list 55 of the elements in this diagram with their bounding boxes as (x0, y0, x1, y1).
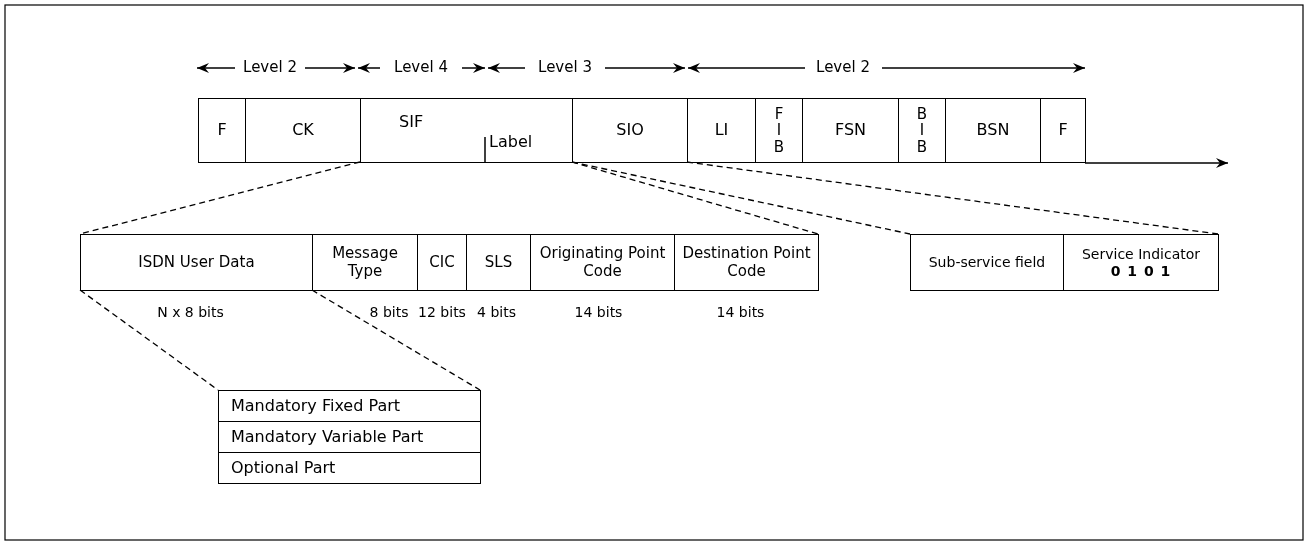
field-label: FSN (834, 121, 866, 140)
field-label: Destination Point Code (681, 245, 812, 280)
field-label: Message Type (331, 245, 399, 280)
bit-length: N x 8 bits (157, 304, 224, 320)
field-label: SIF (399, 113, 424, 132)
field-label: F I B (772, 105, 786, 156)
field-cell (687, 98, 756, 163)
level-label: Level 2 (243, 58, 297, 76)
field-cell (530, 234, 675, 291)
expansion-line (311, 289, 481, 391)
level-label: Level 4 (394, 58, 448, 76)
field-cell (198, 98, 246, 163)
field-cell (245, 98, 361, 163)
field-cell (80, 234, 313, 291)
field-cell (466, 234, 531, 291)
field-label: LI (714, 121, 729, 140)
field-label: Mandatory Variable Part (231, 427, 424, 447)
field-cell (674, 234, 819, 291)
field-cell (218, 421, 481, 453)
field-cell (910, 234, 1064, 291)
field-label: Mandatory Fixed Part (231, 396, 401, 416)
field-label: Optional Part (231, 458, 336, 478)
field-label: Label (489, 133, 533, 152)
field-label: F (1058, 121, 1068, 140)
field-label: BSN (976, 121, 1010, 140)
field-cell (1040, 98, 1086, 163)
field-label: 0 1 0 1 (1110, 262, 1172, 279)
level-label: Level 2 (816, 58, 870, 76)
field-label: SIO (616, 121, 644, 140)
field-cell (898, 98, 946, 163)
field-label: Sub-service field (928, 254, 1046, 271)
field-cell (572, 98, 688, 163)
field-label: Originating Point Code (538, 245, 667, 280)
field-label: SLS (484, 253, 513, 272)
bit-length: 14 bits (574, 304, 623, 320)
field-label: CK (292, 121, 314, 140)
bit-length: 8 bits (369, 304, 409, 320)
field-cell (802, 98, 899, 163)
field-cell (945, 98, 1041, 163)
level-label: Level 3 (538, 58, 592, 76)
field-label: ISDN User Data (138, 253, 255, 272)
field-cell (1063, 234, 1219, 291)
field-cell (360, 98, 573, 163)
field-label: F (217, 121, 227, 140)
field-cell (218, 390, 481, 422)
field-cell (218, 452, 481, 484)
field-cell (417, 234, 467, 291)
bit-length: 12 bits (418, 304, 466, 320)
field-label: CIC (429, 253, 455, 272)
field-cell (755, 98, 803, 163)
bit-length: 14 bits (716, 304, 765, 320)
bit-length: 4 bits (477, 304, 516, 320)
field-label: Service Indicator (1081, 246, 1201, 263)
field-cell (312, 234, 418, 291)
field-label: B I B (915, 105, 929, 156)
